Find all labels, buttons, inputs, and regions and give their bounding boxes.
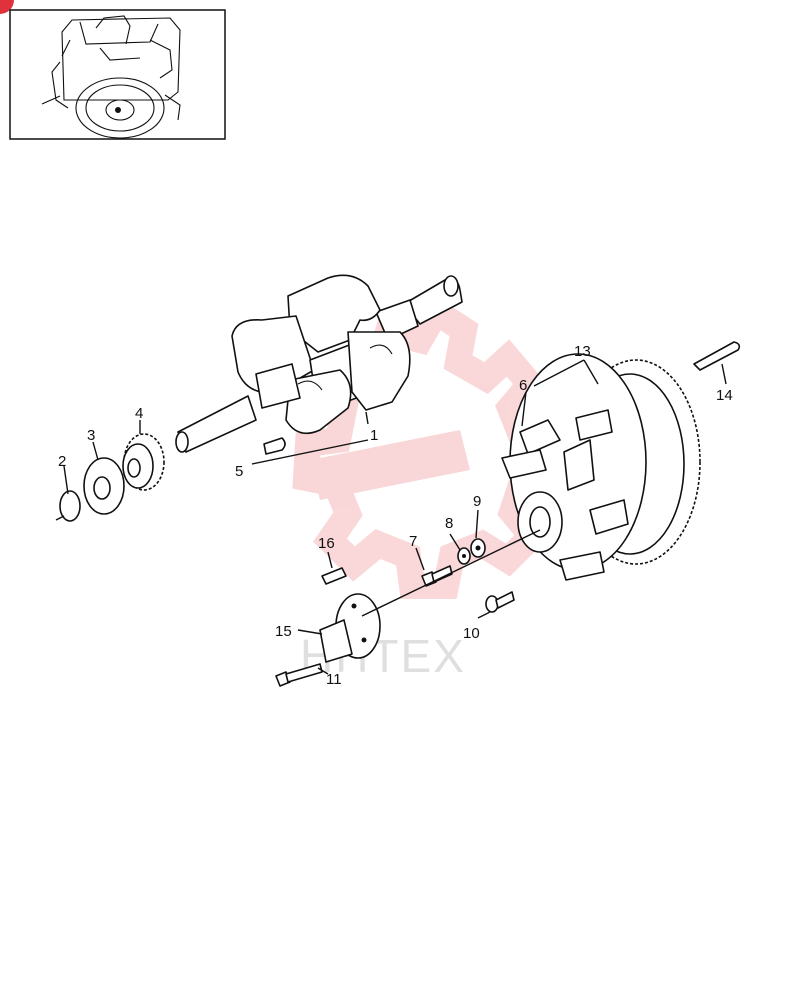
crankshaft xyxy=(175,274,463,453)
callout-9: 9 xyxy=(473,493,481,510)
callout-3: 3 xyxy=(87,427,95,444)
callout-5: 5 xyxy=(235,463,243,480)
callout-10: 10 xyxy=(463,625,480,642)
crankshaft-gear xyxy=(122,433,165,491)
callout-6: 6 xyxy=(519,377,527,394)
hub-bolt xyxy=(275,663,323,687)
callout-11: 11 xyxy=(326,671,342,688)
callout-7: 7 xyxy=(409,533,417,550)
flywheel-key xyxy=(693,341,741,371)
thrust-washer xyxy=(83,457,125,515)
callout-2: 2 xyxy=(58,453,66,470)
flat-washer xyxy=(470,538,486,558)
flywheel xyxy=(501,353,647,581)
callout-1: 1 xyxy=(370,427,378,444)
leader-lines xyxy=(63,359,727,675)
callout-14: 14 xyxy=(716,387,733,404)
callout-13: 13 xyxy=(574,343,591,360)
corner-badge xyxy=(0,0,14,14)
callout-4: 4 xyxy=(135,405,143,422)
callout-15: 15 xyxy=(275,623,292,640)
retaining-ring xyxy=(55,490,81,522)
drive-hub xyxy=(319,593,381,663)
engine-thumbnail xyxy=(9,9,226,140)
lock-washer xyxy=(457,547,471,565)
callout-8: 8 xyxy=(445,515,453,532)
callout-16: 16 xyxy=(318,535,335,552)
set-screw xyxy=(485,591,515,613)
gear-key xyxy=(263,437,286,455)
hub-pin xyxy=(321,567,347,585)
assembly-line xyxy=(361,529,541,617)
